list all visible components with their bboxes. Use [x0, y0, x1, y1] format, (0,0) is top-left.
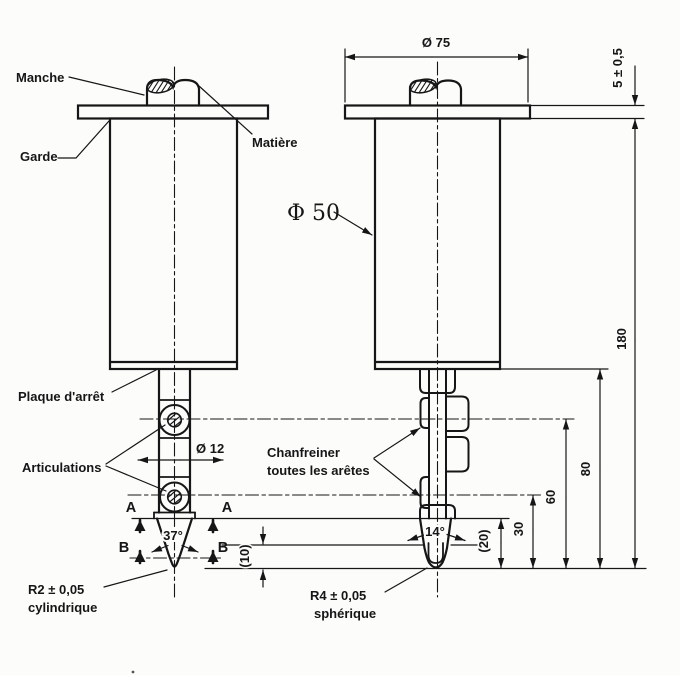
- scan-speck: [131, 670, 135, 674]
- side-view-figure: [343, 77, 532, 569]
- label-garde: Garde: [20, 149, 58, 164]
- leader-matiere: [198, 85, 253, 135]
- section-arrows: [134, 518, 219, 565]
- leader-r4: [384, 567, 428, 593]
- annotations: Manche Garde Matière Plaque d'arrêt Arti…: [16, 35, 631, 621]
- dim-180: 180: [614, 328, 629, 350]
- handle-section-hatch-side: [408, 78, 438, 94]
- dim-angle-14: 14°: [425, 524, 445, 539]
- leader-chanfrein-1: [373, 427, 421, 459]
- dim-80: 80: [578, 462, 593, 476]
- leader-r2: [103, 569, 168, 588]
- centerlines: [127, 61, 575, 600]
- dim-angle-37: 37°: [163, 528, 183, 543]
- front-view-figure: [76, 77, 270, 568]
- leader-articulation-1: [105, 424, 166, 465]
- section-mark-b-right: B: [218, 540, 228, 556]
- leader-plaque: [111, 369, 157, 393]
- label-manche: Manche: [16, 70, 64, 85]
- label-plaque-arret: Plaque d'arrêt: [18, 389, 105, 404]
- section-mark-a-right: A: [222, 500, 233, 516]
- label-r2-type: cylindrique: [28, 600, 97, 615]
- guard-plate: [76, 104, 270, 120]
- label-r2-value: R2 ± 0,05: [28, 582, 84, 597]
- leader-manche: [68, 76, 145, 96]
- dim-thickness5: 5 ± 0,5: [610, 48, 625, 88]
- section-mark-a-left: A: [126, 500, 137, 516]
- finger-tip-front: [155, 517, 194, 568]
- label-r4-type: sphérique: [314, 606, 376, 621]
- dim-60: 60: [543, 490, 558, 504]
- leader-chanfrein-2: [373, 458, 422, 498]
- dim-dia50: Φ 50: [287, 201, 340, 226]
- dim-dia75: Ø 75: [422, 35, 450, 50]
- leader-articulation-2: [105, 465, 167, 492]
- dim-dia12: Ø 12: [196, 441, 224, 456]
- reference-lines: [131, 48, 647, 570]
- label-articulations: Articulations: [22, 460, 101, 475]
- label-chanfreiner-1: Chanfreiner: [267, 445, 340, 460]
- probe-body: [108, 117, 239, 371]
- probe-body-side: [373, 117, 502, 371]
- label-chanfreiner-2: toutes les arêtes: [267, 463, 370, 478]
- label-r4-value: R4 ± 0,05: [310, 588, 366, 603]
- leader-lines: [57, 76, 428, 593]
- section-mark-b-left: B: [119, 540, 129, 556]
- dim-20: (20): [476, 529, 491, 552]
- finger-tip-side: [418, 517, 453, 569]
- label-matiere: Matière: [252, 135, 298, 150]
- spherical-tip-inner-line: [427, 542, 444, 564]
- leader-garde: [57, 120, 110, 159]
- finger-side-profile: [419, 368, 470, 520]
- dimension-lines: [137, 53, 639, 588]
- dim-30: 30: [511, 522, 526, 536]
- dim-10: (10): [237, 544, 252, 567]
- leader-dia50: [333, 211, 373, 236]
